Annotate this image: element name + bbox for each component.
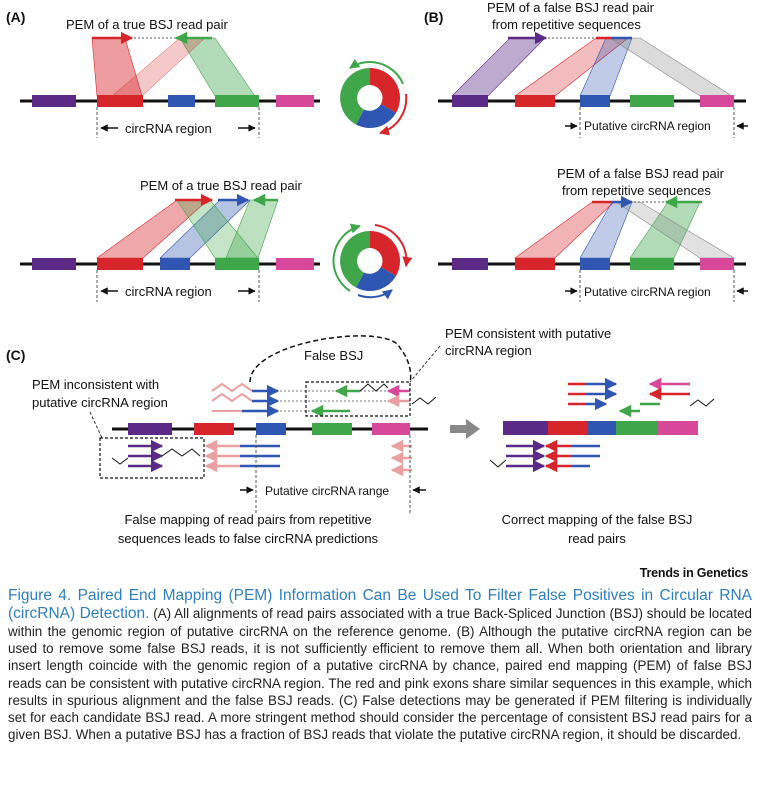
panel-a-bottom-genome [20,193,320,302]
putative-range-label: Putative circRNA range [265,484,389,498]
panel-a-bottom-pem-label: PEM of a true BSJ read pair [140,178,303,193]
panel-b-label: (B) [424,9,443,25]
panel-a-top-pem-label: PEM of a true BSJ read pair [66,17,229,32]
panel-b-top-label-2: from repetitive sequences [492,17,641,32]
panel-a-top-region-label: circRNA region [125,121,212,136]
figure-illustration: (A) PEM of a true BSJ read pair circRNA … [6,0,748,546]
panel-b-bottom-region-label: Putative circRNA region [584,285,711,299]
panel-c-right-caption-1: Correct mapping of the false BSJ [502,512,693,527]
panel-b-top-label-1: PEM of a false BSJ read pair [487,0,655,15]
panel-b-top-genome [438,31,748,138]
panel-a-bottom-region-label: circRNA region [125,284,212,299]
process-arrow [450,419,480,439]
pem-inconsistent-label-2: putative circRNA region [32,395,168,410]
figure-caption: Figure 4. Paired End Mapping (PEM) Infor… [8,587,752,743]
journal-brand: Trends in Genetics [639,566,748,580]
pem-consistent-label-1: PEM consistent with putative [445,326,611,341]
false-bsj-dome [249,335,412,383]
false-bsj-label: False BSJ [304,348,363,363]
panel-b-bottom-genome [438,195,748,302]
panel-b-bottom-label-1: PEM of a false BSJ read pair [557,166,725,181]
panel-a-bottom-circ-ring [332,223,413,300]
caption-body: (A) All alignments of read pairs associa… [8,606,752,743]
panel-b-top-region-label: Putative circRNA region [584,119,711,133]
panel-c-false-mapping [99,381,437,515]
panel-c-label: (C) [6,347,25,363]
panel-c-right-caption-2: read pairs [568,531,626,546]
panel-a-label: (A) [6,9,25,25]
pem-consistent-label-2: circRNA region [445,343,532,358]
pem-inconsistent-label-1: PEM inconsistent with [32,377,159,392]
panel-a-top-circ-ring [340,58,408,136]
panel-a-top-genome [20,31,320,138]
panel-c-left-caption-2: sequences leads to false circRNA predict… [118,531,379,546]
panel-b-bottom-label-2: from repetitive sequences [562,183,711,198]
panel-c-left-caption-1: False mapping of read pairs from repetit… [124,512,371,527]
caption-title: Figure 4. Paired End Mapping (PEM) Infor… [8,587,752,622]
panel-c-correct-mapping [489,377,715,473]
